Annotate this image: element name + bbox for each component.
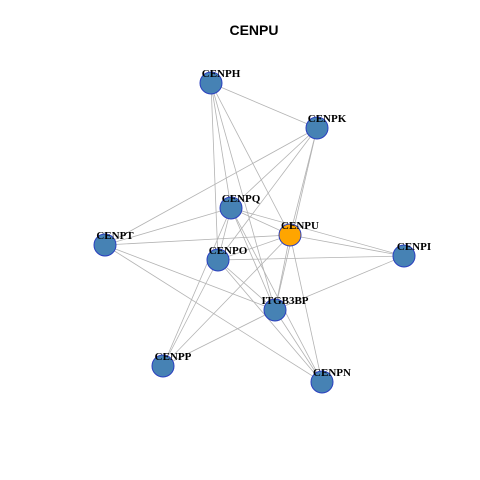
node-circle[interactable] — [219, 196, 243, 220]
edge-cenph-cenpk — [210, 82, 318, 129]
node-circle[interactable] — [305, 116, 329, 140]
node-cenph[interactable]: CENPH — [199, 68, 241, 95]
diagram-title: CENPU — [229, 22, 278, 38]
node-circle[interactable] — [278, 223, 302, 247]
node-cenpp[interactable]: CENPP — [151, 351, 192, 378]
nodes-layer: CENPH CENPK CENPQ CENPU CENPT CENPO CENPI ITGB3… — [93, 68, 431, 394]
node-label: CENPU — [281, 220, 319, 232]
node-circle[interactable] — [263, 298, 287, 322]
edge-cenpo-cenpn — [217, 259, 323, 383]
edge-itgb3bp-cenpp — [162, 309, 276, 367]
edge-cenpq-cenpp — [162, 207, 232, 367]
node-label: CENPI — [397, 241, 431, 253]
node-label: CENPN — [313, 367, 351, 379]
edge-cenpo-cenpp — [162, 259, 219, 367]
edge-cenpq-cenpi — [230, 207, 405, 257]
edges-layer — [104, 82, 405, 383]
node-cenpi[interactable]: CENPI — [392, 241, 431, 268]
edge-cenpt-cenpn — [104, 244, 323, 383]
edge-cenpu-cenpp — [162, 234, 291, 367]
edge-itgb3bp-cenpn — [274, 309, 323, 383]
node-label: CENPQ — [222, 193, 261, 205]
node-cenpt[interactable]: CENPT — [93, 230, 134, 257]
node-circle[interactable] — [392, 244, 416, 268]
edge-cenpu-cenpn — [289, 234, 323, 383]
node-circle[interactable] — [93, 233, 117, 257]
node-cenpk[interactable]: CENPK — [305, 113, 347, 140]
edge-cenpk-cenpt — [104, 127, 318, 246]
edge-cenpt-itgb3bp — [104, 244, 276, 311]
edge-cenpi-itgb3bp — [274, 255, 405, 311]
node-label: CENPH — [202, 68, 241, 80]
edge-cenpk-itgb3bp — [274, 127, 318, 311]
node-cenpn[interactable]: CENPN — [310, 367, 351, 394]
node-label: CENPT — [96, 230, 134, 242]
node-cenpu[interactable]: CENPU — [278, 220, 319, 247]
node-label: CENPO — [209, 245, 248, 257]
node-circle[interactable] — [310, 370, 334, 394]
edge-cenpo-cenpi — [217, 255, 405, 261]
edge-cenph-cenpo — [210, 82, 219, 261]
edge-cenpu-cenpo — [217, 234, 291, 261]
node-circle[interactable] — [206, 248, 230, 272]
edge-cenpu-itgb3bp — [274, 234, 291, 311]
edge-cenpu-cenpt — [104, 234, 291, 246]
node-label: CENPK — [308, 113, 347, 125]
edge-cenpq-cenpt — [104, 207, 232, 246]
edge-cenpo-itgb3bp — [217, 259, 276, 311]
edge-cenpu-cenpi — [289, 234, 405, 257]
node-cenpq[interactable]: CENPQ — [219, 193, 261, 220]
node-circle[interactable] — [199, 71, 223, 95]
node-cenpo[interactable]: CENPO — [206, 245, 248, 272]
edge-cenph-cenpu — [210, 82, 291, 236]
edge-cenpk-cenpq — [230, 127, 318, 209]
node-label: ITGB3BP — [261, 295, 308, 307]
node-itgb3bp[interactable]: ITGB3BP — [261, 295, 309, 322]
node-circle[interactable] — [151, 354, 175, 378]
node-label: CENPP — [155, 351, 192, 363]
edge-cenph-cenpq — [210, 82, 232, 209]
